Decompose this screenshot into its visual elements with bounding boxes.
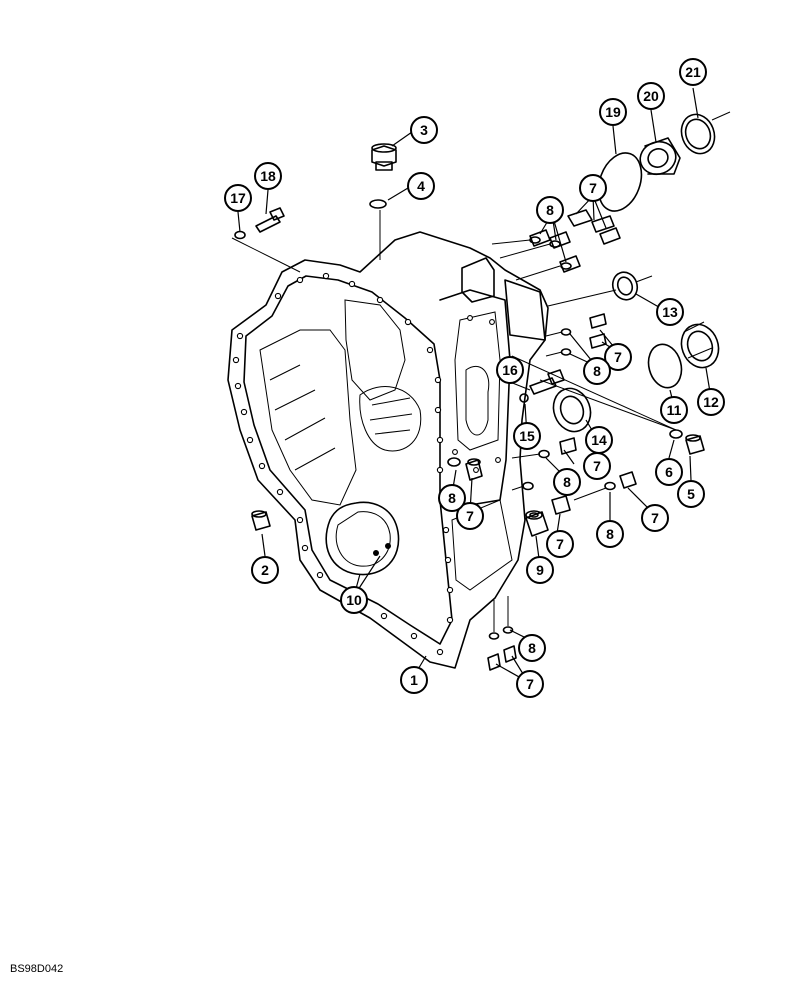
callout-7-right: 7 [604,343,632,371]
callout-label: 7 [466,508,474,524]
callout-label: 19 [605,104,621,120]
callout-8-mid: 8 [553,468,581,496]
callout-15: 15 [513,422,541,450]
callout-label: 5 [687,486,695,502]
plug-and-seal-set-lower [487,596,517,671]
o-ring-19 [597,152,643,212]
cover-12 [680,321,720,369]
callout-label: 1 [410,672,418,688]
callout-label: 8 [528,640,536,656]
callout-12: 12 [697,388,725,416]
callout-3: 3 [410,116,438,144]
callout-11: 11 [660,396,688,424]
callout-17: 17 [224,184,252,212]
callout-18: 18 [254,162,282,190]
callout-label: 9 [536,562,544,578]
callout-label: 8 [546,202,554,218]
callout-label: 8 [448,490,456,506]
callout-label: 7 [614,349,622,365]
callout-7-far-right: 7 [641,504,669,532]
callout-label: 8 [606,526,614,542]
callout-1: 1 [400,666,428,694]
callout-label: 7 [593,458,601,474]
callout-label: 17 [230,190,246,206]
callout-9: 9 [526,556,554,584]
washer-17 [234,230,246,240]
callout-label: 7 [556,536,564,552]
callout-7-mid: 7 [583,452,611,480]
callout-7-upper: 7 [579,174,607,202]
callout-8-bottom: 8 [518,634,546,662]
callout-label: 14 [591,432,607,448]
plug-and-seal-set-right [545,313,607,357]
callout-4: 4 [407,172,435,200]
callout-label: 21 [685,64,701,80]
bolt-18 [255,207,285,233]
callout-8-right: 8 [583,357,611,385]
callout-label: 6 [665,464,673,480]
callout-label: 20 [643,88,659,104]
callout-label: 12 [703,394,719,410]
callout-label: 18 [260,168,276,184]
plug-and-seal-set-middle [447,437,637,515]
callout-label: 8 [593,363,601,379]
plug-and-seal-set-upper [491,209,621,281]
callout-label: 8 [563,474,571,490]
callout-7-mid-left: 7 [456,502,484,530]
callout-2: 2 [251,556,279,584]
callout-label: 16 [502,362,518,378]
callout-8-upper: 8 [536,196,564,224]
callout-7-bottom: 7 [516,670,544,698]
callout-10: 10 [340,586,368,614]
callout-label: 7 [651,510,659,526]
o-ring-4 [369,199,387,209]
callout-label: 13 [662,304,678,320]
seal-carrier-20 [639,137,681,176]
callout-label: 10 [346,592,362,608]
snap-ring-21 [680,113,716,155]
callout-label: 15 [519,428,535,444]
o-ring-6 [669,429,683,439]
callout-label: 7 [526,676,534,692]
callout-label: 7 [589,180,597,196]
bolt-16 [529,369,565,395]
callout-20: 20 [637,82,665,110]
dowel-pin-2 [251,510,271,531]
fitting-9 [525,510,549,537]
washer-15 [519,393,529,403]
callout-label: 2 [261,562,269,578]
callout-13: 13 [656,298,684,326]
plug-5 [685,434,705,455]
leader-lines [237,87,712,683]
callout-19: 19 [599,98,627,126]
callout-16: 16 [496,356,524,384]
callout-5: 5 [677,480,705,508]
callout-21: 21 [679,58,707,86]
callout-8-mid-left: 8 [438,484,466,512]
callout-label: 11 [667,402,682,418]
callout-7-mid-lower: 7 [546,530,574,558]
drawing-code: BS98D042 [10,963,63,975]
flange-bolt-holes [232,272,454,656]
callout-6: 6 [655,458,683,486]
plug-3 [371,143,397,171]
callout-label: 3 [420,122,428,138]
callout-14: 14 [585,426,613,454]
seal-13 [611,271,639,301]
transmission-housing [227,231,549,669]
o-ring-11 [647,343,683,389]
callout-label: 4 [417,178,425,194]
callout-8-far-right: 8 [596,520,624,548]
